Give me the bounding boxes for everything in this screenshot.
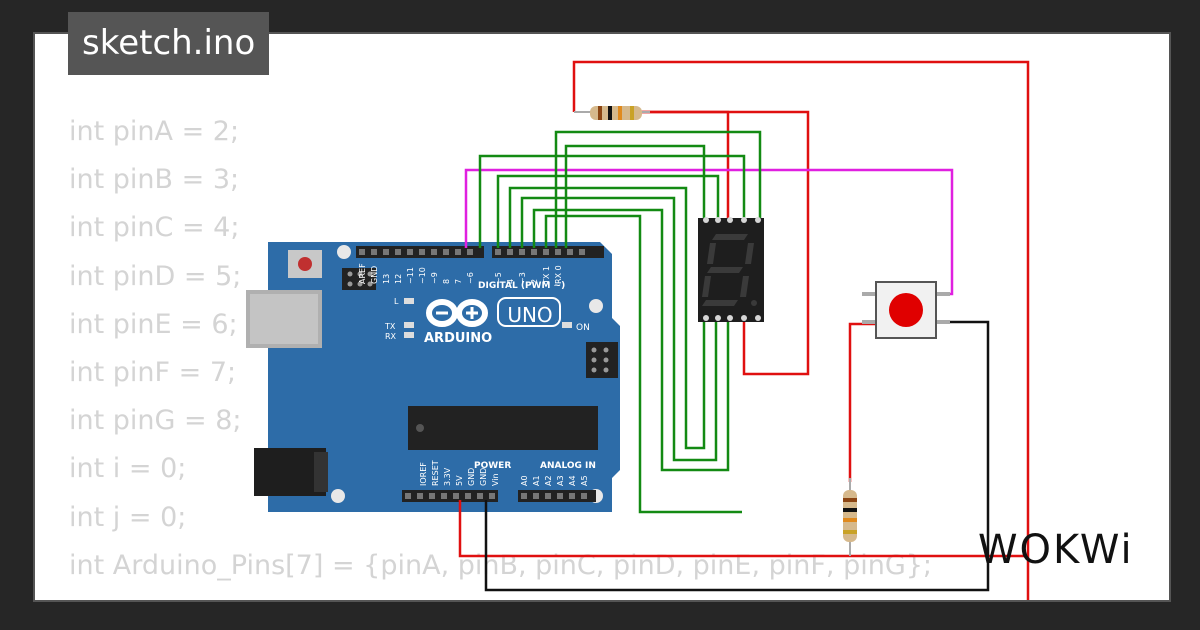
wire-green-4 [532,208,730,472]
wire-green-3 [544,214,742,514]
tx-led-label: TX [384,322,396,331]
pin-label: 13 [382,274,391,284]
power-pin-label: RESET [431,460,440,486]
wire-red-common [634,110,810,376]
pin-label: ~11 [406,267,415,284]
pin-label: ~6 [466,272,475,284]
arduino-infinity-logo [426,299,488,327]
code-line: int pinG = 8; [69,405,242,437]
pin-label: GND [370,266,379,284]
pin-label: TX 1 [542,266,551,285]
analog-label: ANALOG IN [540,461,596,471]
code-line: int pinC = 4; [69,212,240,244]
wire-red-power [572,60,1030,600]
wire-green-2b [564,144,706,248]
pin-label: ~10 [418,267,427,284]
header-power [402,490,498,502]
wire-green-5 [520,196,718,462]
rx-led-label: RX [385,332,397,341]
wire-red-button [848,322,880,482]
analog-pin-label: A0 [520,475,529,486]
code-line: int Segment_Pins[10][7] = {{ [69,590,932,600]
wire-black-gnd [484,320,990,592]
resistor-bottom[interactable] [843,478,857,556]
pin-label: ~9 [430,272,439,284]
power-pin-label: GND [467,468,476,486]
analog-pin-label: A5 [580,475,589,486]
pin-label: 7 [454,279,463,284]
power-pin-label: IOREF [419,462,428,486]
brand-label: ARDUINO [424,331,492,346]
code-line: int j = 0; [69,501,187,533]
button-cap [889,293,923,327]
seven-segment-display[interactable] [698,217,764,322]
model-label: UNO [507,303,552,327]
pin-label: 12 [394,274,403,284]
analog-pin-label: A1 [532,475,541,486]
wire-green-6 [508,186,706,450]
pin-label: ~3 [518,272,527,284]
pin-label: 8 [442,279,451,284]
l-led-label: L [394,297,399,306]
code-line: int Arduino_Pins[7] = {pinA, pinB, pinC,… [69,549,933,581]
code-line: int pinE = 6; [69,308,238,340]
power-pin-label: 5V [455,475,464,486]
push-button[interactable] [862,281,950,339]
wire-red-segment [630,110,730,222]
power-pin-label: Vin [491,473,500,486]
analog-pin-label: A4 [568,475,577,486]
analog-pin-label: A3 [556,475,565,486]
digital-label: DIGITAL (PWM ~) [478,281,565,291]
power-pin-label: GND [479,468,488,486]
arduino-uno-board[interactable]: UNO ARDUINO ON L TX RX DIGITAL (PWM ~) P… [246,242,620,512]
resistor-top[interactable] [574,106,650,120]
pin-label: AREF [358,263,367,284]
wires [458,60,1030,600]
pin-label: ~5 [494,272,503,284]
wire-green-8 [478,154,746,248]
pin-label: 4 [506,279,515,284]
code-background: int pinA = 2; int pinB = 3; int pinC = 4; i… [69,108,933,600]
on-label: ON [576,323,590,333]
code-line: int pinA = 2; [69,116,240,147]
file-name-tab[interactable]: sketch.ino [68,12,270,75]
power-label: POWER [474,461,511,471]
wire-green-2a [554,130,762,248]
atmega-chip [408,406,598,450]
code-line: int pinD = 5; [69,260,242,292]
wire-red-5v [458,500,1028,558]
segments [702,234,757,306]
wire-green-7 [496,174,720,248]
pin-label: 2 [530,279,539,284]
code-line: int pinB = 3; [69,164,240,196]
code-line: int pinF = 7; [69,357,237,389]
power-pin-label: 3.3V [443,467,452,486]
wokwi-logo: WOKWi [978,527,1134,573]
pin-label: RX 0 [554,265,563,284]
analog-pin-label: A2 [544,475,553,486]
code-line: int i = 0; [69,453,187,485]
